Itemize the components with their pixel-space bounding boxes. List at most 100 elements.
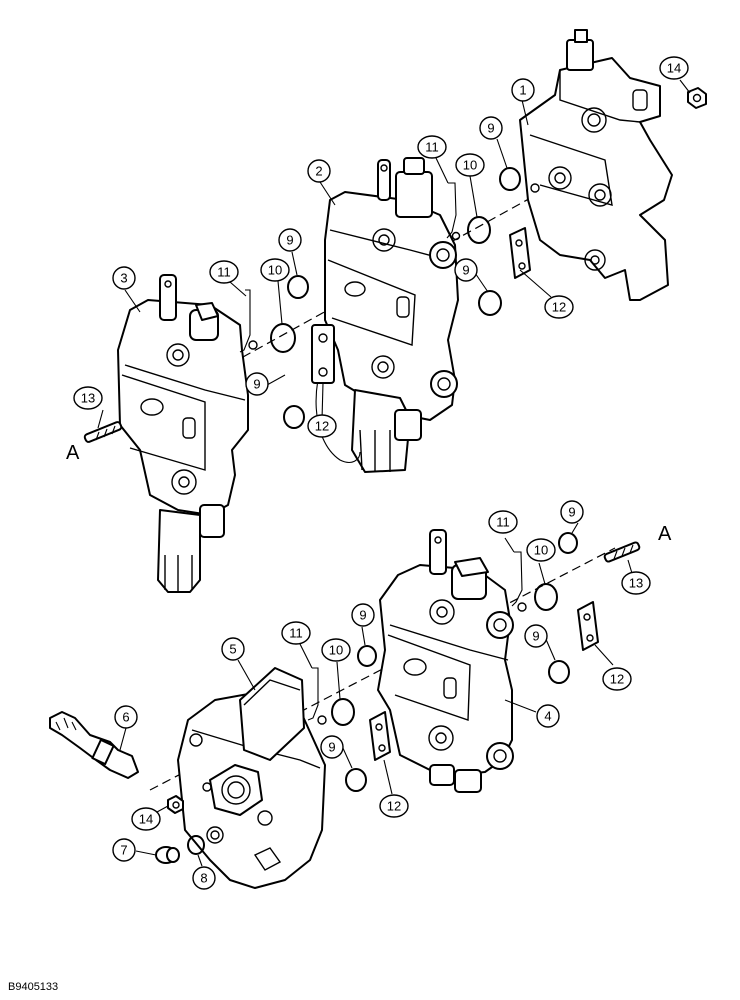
gasket-part-12-lower-right <box>577 601 599 651</box>
callout-12-c: 12 <box>602 667 632 691</box>
callout-9-a: 9 <box>479 116 503 140</box>
callout-3: 3 <box>112 266 136 290</box>
outlet-cover-part-5 <box>177 667 326 889</box>
spool-lever-part-4 <box>429 529 447 575</box>
o-ring-part-10-d <box>534 583 558 611</box>
svg-text:4: 4 <box>544 709 551 724</box>
callout-2: 2 <box>307 159 331 183</box>
svg-text:12: 12 <box>610 672 624 687</box>
o-ring-part-9-f <box>345 768 367 792</box>
clip-part-11-a <box>446 182 457 239</box>
svg-text:11: 11 <box>425 140 439 155</box>
callout-9-f: 9 <box>524 624 548 648</box>
callout-4: 4 <box>536 704 560 728</box>
callout-12-a: 12 <box>544 295 574 319</box>
solenoid-cap <box>395 171 433 218</box>
svg-text:13: 13 <box>81 391 95 406</box>
callout-9-g: 9 <box>351 603 375 627</box>
o-ring-part-9-h <box>548 660 570 684</box>
callout-11-b: 11 <box>209 260 239 284</box>
svg-text:12: 12 <box>387 799 401 814</box>
svg-text:2: 2 <box>315 164 322 179</box>
svg-text:10: 10 <box>463 158 477 173</box>
svg-text:10: 10 <box>268 263 282 278</box>
callout-13-b: 13 <box>621 571 651 595</box>
reference-mark-a-left: A <box>66 442 80 464</box>
figure-code: B9405133 <box>8 981 58 993</box>
svg-text:14: 14 <box>667 61 681 76</box>
callout-7: 7 <box>112 838 136 862</box>
reference-mark-a-right: A <box>658 523 672 545</box>
svg-text:13: 13 <box>629 576 643 591</box>
callout-5: 5 <box>221 637 245 661</box>
inlet-section-part-1 <box>519 29 673 301</box>
o-ring-part-9-e <box>357 645 377 667</box>
leader-lines <box>97 79 691 867</box>
callout-10-c: 10 <box>526 538 556 562</box>
svg-text:10: 10 <box>329 643 343 658</box>
callout-9-e: 9 <box>560 500 584 524</box>
clip-part-11-d <box>511 551 523 607</box>
work-section-part-3 <box>117 274 249 593</box>
o-ring-part-10-a <box>467 216 491 244</box>
svg-text:9: 9 <box>532 629 539 644</box>
callout-9-b: 9 <box>454 258 478 282</box>
callout-12-b: 12 <box>307 414 337 438</box>
callout-11-c: 11 <box>488 510 518 534</box>
svg-text:11: 11 <box>217 265 231 280</box>
o-ring-part-10-b <box>270 323 296 353</box>
spool-lever-part-2 <box>377 159 391 201</box>
svg-text:9: 9 <box>328 740 335 755</box>
callout-9-c: 9 <box>278 228 302 252</box>
svg-text:10: 10 <box>534 543 548 558</box>
o-ring-part-9-d <box>283 405 305 429</box>
svg-text:11: 11 <box>496 515 510 530</box>
o-ring-part-10-c <box>331 698 355 726</box>
callout-12-d: 12 <box>379 794 409 818</box>
svg-text:9: 9 <box>462 263 469 278</box>
o-ring-part-9-a <box>499 167 521 191</box>
svg-text:14: 14 <box>139 812 153 827</box>
svg-text:12: 12 <box>552 300 566 315</box>
svg-text:6: 6 <box>122 710 129 725</box>
work-section-part-4 <box>377 529 514 793</box>
svg-text:9: 9 <box>286 233 293 248</box>
svg-text:12: 12 <box>315 419 329 434</box>
svg-text:8: 8 <box>200 871 207 886</box>
gasket-part-12-lower-left <box>369 711 391 761</box>
svg-text:5: 5 <box>229 642 236 657</box>
callout-9-h: 9 <box>320 735 344 759</box>
relief-valve-part-6 <box>49 711 139 779</box>
callout-14-b: 14 <box>131 807 161 831</box>
svg-text:9: 9 <box>253 377 260 392</box>
callout-8: 8 <box>192 866 216 890</box>
callout-13-a: 13 <box>73 386 103 410</box>
clip-part-11-c <box>307 667 319 721</box>
seal-part-8 <box>187 835 205 855</box>
outlet-cover-boss <box>239 667 305 761</box>
callout-11-d: 11 <box>281 621 311 645</box>
plug-part-7 <box>155 846 180 864</box>
svg-text:3: 3 <box>120 271 127 286</box>
roll-pin-part-13-upper <box>83 421 123 443</box>
o-ring-part-9-b <box>478 290 502 316</box>
nut-part-14-upper <box>687 87 707 109</box>
callout-9-d: 9 <box>245 372 269 396</box>
o-ring-part-9-g <box>558 532 578 554</box>
callout-10-a: 10 <box>455 153 485 177</box>
callout-14-a: 14 <box>659 56 689 80</box>
nut-part-14-lower <box>167 795 184 814</box>
callout-6: 6 <box>114 705 138 729</box>
svg-text:9: 9 <box>568 505 575 520</box>
roll-pin-part-13-lower <box>603 541 641 563</box>
svg-text:11: 11 <box>289 626 303 641</box>
svg-text:9: 9 <box>359 608 366 623</box>
callout-11-a: 11 <box>417 135 447 159</box>
callout-10-d: 10 <box>321 638 351 662</box>
spool-lever-part-3 <box>159 274 177 321</box>
svg-text:7: 7 <box>120 843 127 858</box>
callout-1: 1 <box>511 78 535 102</box>
inlet-top-fitting <box>566 39 594 71</box>
svg-text:9: 9 <box>487 121 494 136</box>
